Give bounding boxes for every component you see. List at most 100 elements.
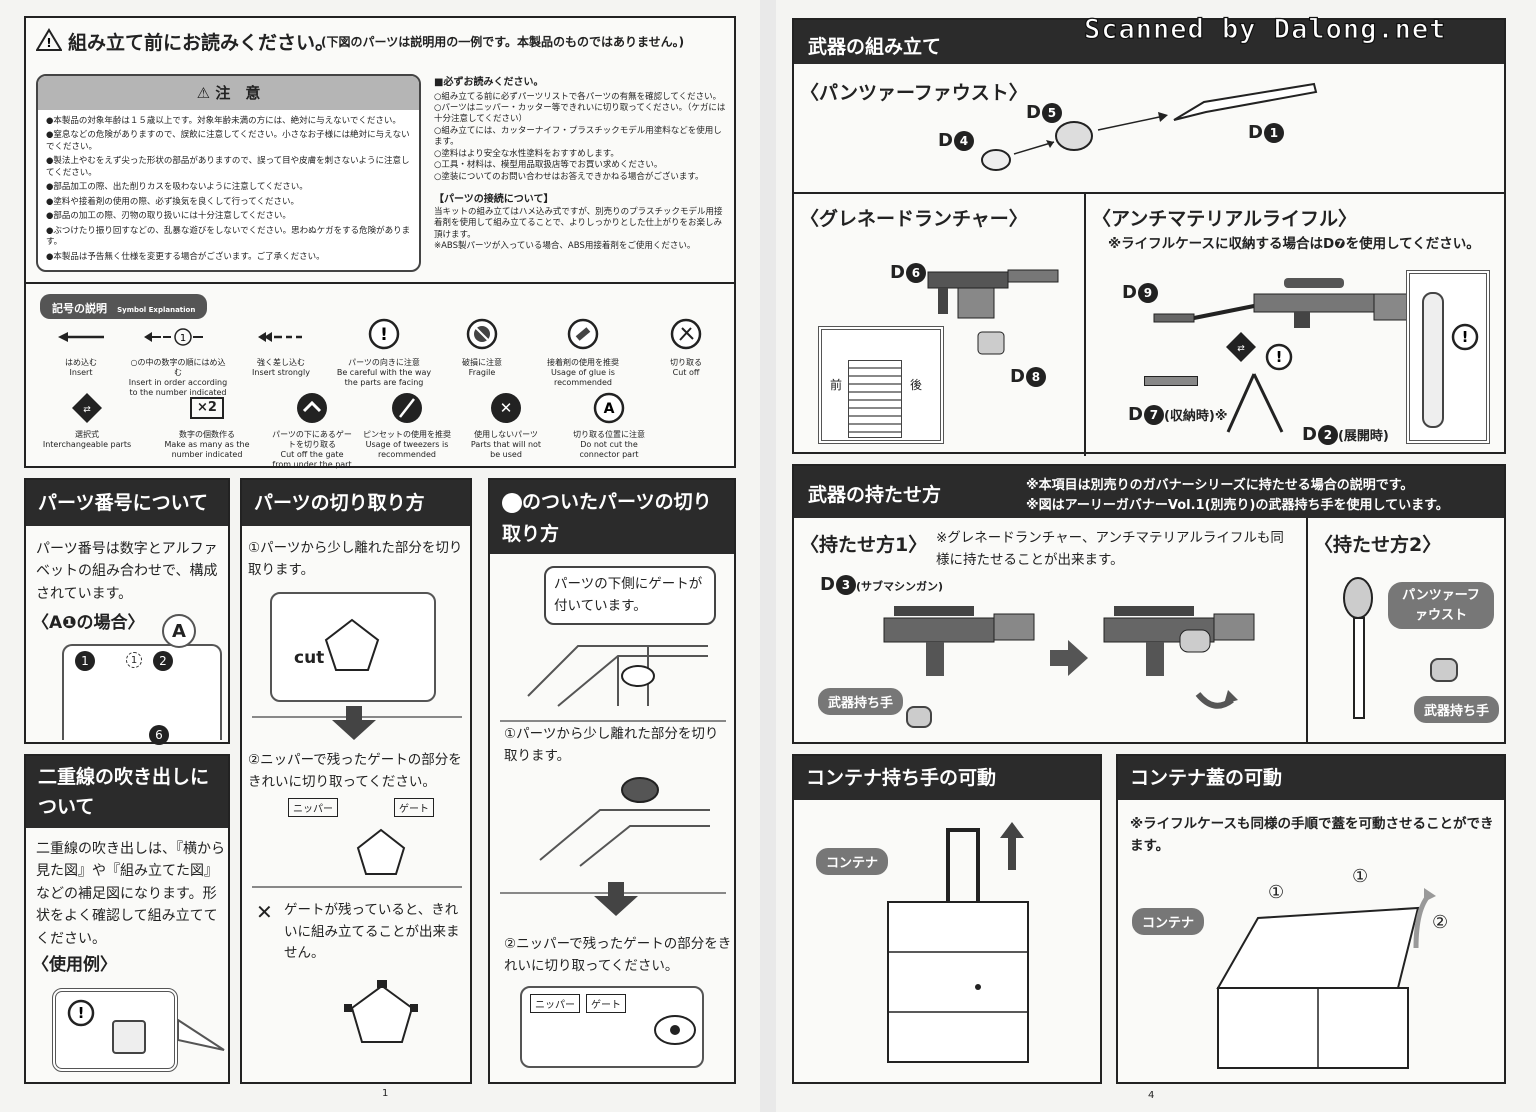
bad-part-illustration bbox=[342, 980, 422, 1054]
part-num-1: 1 bbox=[74, 650, 95, 671]
panzer-illustration bbox=[974, 80, 1334, 184]
must-read-item: ○組み立てる前に必ずパーツリストで各パーツの有無を確認してください。 bbox=[434, 91, 722, 102]
svg-text:!: ! bbox=[1462, 328, 1469, 346]
detail-back-label: 後 bbox=[910, 378, 923, 392]
lid-arrow-icon bbox=[1410, 888, 1440, 956]
strong-arrow-icon bbox=[236, 320, 326, 354]
warning-icon: ! bbox=[35, 28, 63, 56]
lid-step-1b: ① bbox=[1352, 866, 1369, 887]
down-arrow-stem bbox=[346, 706, 362, 720]
must-read-item: ○塗装についてのお問い合わせはお答えできかねる場合がございます。 bbox=[434, 171, 704, 182]
caution-item: ●本製品は予告無く仕様を変更する場合がございます。ご了承ください。 bbox=[46, 251, 325, 262]
container-handle-title: コンテナ持ち手の可動 bbox=[794, 756, 1100, 800]
case-attention-icon: ! bbox=[1450, 322, 1480, 356]
x-mark-icon: ✕ bbox=[256, 900, 273, 924]
double-line-example: 〈使用例〉 bbox=[32, 955, 117, 975]
gate-parts-title: のついたパーツの切り取り方 bbox=[502, 491, 712, 545]
rifle-illustration bbox=[1144, 266, 1424, 350]
symbols-title-en: Symbol Explanation bbox=[117, 306, 196, 314]
connection-text: 当キットの組み立てはハメ込み式ですが、別売りのプラスチックモデル用接着剤を使用し… bbox=[434, 206, 723, 240]
down-arrow-stem bbox=[608, 882, 624, 896]
svg-text:!: ! bbox=[46, 36, 51, 50]
open-container-illustration bbox=[1198, 888, 1438, 1082]
caution-item: ●ぶつけたり振り回すなどの、乱暴な遊びをしないでください。思わぬケガをする危険が… bbox=[46, 225, 411, 248]
caution-list: ●本製品の対象年齢は１５歳以上です。対象年齢未満の方には、絶対に与えないでくださ… bbox=[46, 116, 414, 263]
d7-storage-part bbox=[1144, 376, 1198, 386]
weapon-assembly-header bbox=[794, 20, 1504, 64]
double-line-title: 二重線の吹き出しについて bbox=[26, 756, 228, 828]
symbols-divider bbox=[26, 282, 734, 284]
caution-title: 注 意 bbox=[215, 84, 261, 102]
vertical-divider bbox=[1084, 192, 1086, 456]
read-first-title: 組み立て前にお読みください。 bbox=[68, 32, 335, 54]
must-read-item: ○パーツはニッパー・カッター等できれいに切り取ってください。（ケガには十分注意し… bbox=[434, 102, 726, 125]
cutting-title: パーツの切り取り方 bbox=[242, 480, 470, 526]
part-numbers-title: パーツ番号について bbox=[26, 480, 228, 526]
glue-icon bbox=[538, 314, 628, 354]
gate-parts-section: のついたパーツの切り取り方 パーツの下側にゲートが付いています。 ①パーツから少… bbox=[488, 478, 736, 1084]
weapon-holding-note1: ※本項目は別売りのガバナーシリーズに持たせる場合の説明です。 bbox=[1026, 478, 1414, 493]
divider bbox=[252, 886, 462, 888]
part-num-6: 6 bbox=[148, 724, 169, 745]
rifle-case bbox=[1422, 292, 1444, 428]
weapon-holding-section: 武器の持たせ方 ※本項目は別売りのガバナーシリーズに持たせる場合の説明です。 ※… bbox=[792, 464, 1506, 744]
page-number-left: 1 bbox=[382, 1088, 389, 1099]
rifle-note: ※ライフルケースに収納する場合はD❼を使用してください。 bbox=[1108, 236, 1480, 252]
method2-panzer-label: パンツァーファウスト bbox=[1388, 582, 1494, 629]
method2-hand-label: 武器持ち手 bbox=[1414, 696, 1500, 723]
svg-text:!: ! bbox=[380, 325, 388, 345]
page-number-right: 4 bbox=[1148, 1090, 1155, 1101]
gate-parts-header: のついたパーツの切り取り方 bbox=[490, 480, 734, 554]
connection-title: 【パーツの接続について】 bbox=[434, 194, 554, 206]
gate-icon bbox=[502, 492, 522, 513]
gate-gate-label: ゲート bbox=[586, 994, 626, 1013]
grenade-illustration bbox=[918, 252, 1078, 366]
left-page: ! 組み立て前にお読みください。 (下図のパーツは説明用の一例です。本製品のもの… bbox=[0, 0, 760, 1112]
up-arrow-icon bbox=[1000, 822, 1024, 874]
weapon-holding-note2: ※図はアーリーガバナーVol.1(別売り)の武器持ち手を使用しています。 bbox=[1026, 498, 1449, 513]
gate-icon bbox=[272, 390, 352, 426]
symbols-title: 記号の説明 bbox=[52, 302, 107, 315]
container-lid-section: コンテナ蓋の可動 ※ライフルケースも同様の手順で蓋を可動させることができます。 … bbox=[1116, 754, 1506, 1084]
runner-grid-illustration bbox=[518, 626, 718, 720]
must-read-title: ■必ずお読みください。 bbox=[434, 77, 544, 88]
cutting-cut-label: cut bbox=[294, 648, 325, 668]
double-line-text: 二重線の吹き出しは、『横から見た図』や『組み立てた図』などの補足図になります。形… bbox=[36, 841, 225, 947]
container-lid-title: コンテナ蓋の可動 bbox=[1118, 756, 1504, 800]
rifle-title: 〈アンチマテリアルライフル〉 bbox=[1092, 208, 1358, 230]
part-numbers-text: パーツ番号は数字とアルファベットの組み合わせで、構成されています。 bbox=[36, 541, 218, 602]
order-arrow-icon: 1 bbox=[128, 320, 228, 354]
down-arrow-icon bbox=[332, 720, 376, 740]
caution-header: ⚠ 注 意 bbox=[38, 76, 419, 110]
panzer-title: 〈パンツァーファウスト〉 bbox=[800, 82, 1028, 104]
caution-box: ⚠ 注 意 ●本製品の対象年齢は１５歳以上です。対象年齢未満の方には、絶対に与え… bbox=[36, 74, 421, 272]
cut-part-illustration bbox=[354, 826, 408, 884]
attention-icon: ! bbox=[334, 314, 434, 354]
must-read-item: ○工具・材料は、模型用品取扱店等でお買い求めください。 bbox=[434, 160, 663, 171]
cutting-step2: ②ニッパーで残ったゲートの部分をきれいに切り取ってください。 bbox=[248, 752, 462, 790]
caution-item: ●製法上やむをえず尖った形状の部品がありますので、誤って目や皮膚を刺さないように… bbox=[46, 156, 410, 178]
part-num-small: 1 bbox=[126, 652, 142, 668]
must-read-list: ■必ずお読みください。 ○組み立てる前に必ずパーツリストで各パーツの有無を確認し… bbox=[434, 76, 726, 253]
part-num-2: 2 bbox=[152, 650, 173, 671]
right-arrow-icon bbox=[1050, 640, 1090, 680]
vertical-divider bbox=[1306, 518, 1308, 742]
double-line-section: 二重線の吹き出しについて 二重線の吹き出しは、『横から見た図』や『組み立てた図』… bbox=[24, 754, 230, 1084]
gate-nipper-label: ニッパー bbox=[530, 994, 580, 1013]
